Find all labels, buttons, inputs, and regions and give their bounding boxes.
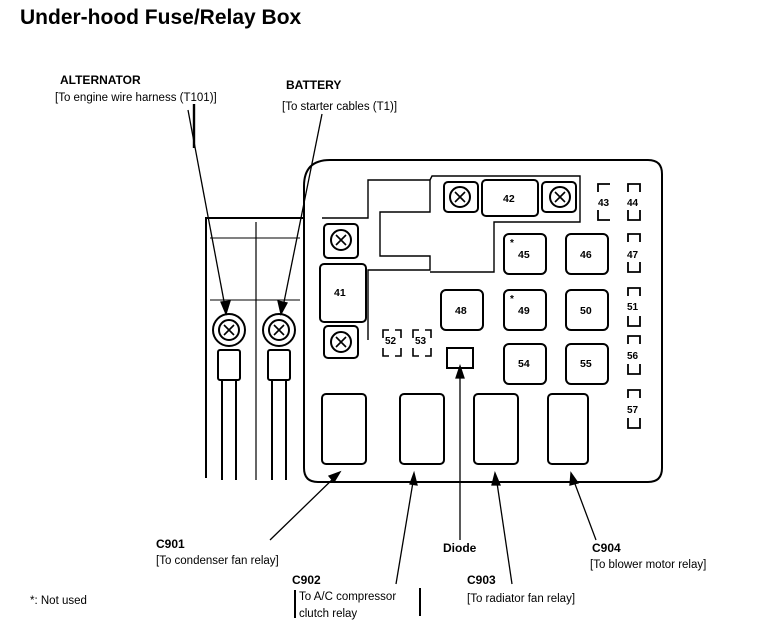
fuse-52-number: 52 <box>385 336 397 347</box>
c904-label: C904 <box>592 541 621 555</box>
alternator-terminal <box>212 313 246 347</box>
bolt-cross <box>273 324 285 336</box>
fuse-42-body <box>481 179 539 217</box>
arrow-head <box>569 471 580 486</box>
bolt-icon <box>330 331 352 353</box>
fuse-50 <box>565 289 609 331</box>
fuse-45-number: 45 <box>518 249 530 261</box>
fuse-42-terminal-left <box>443 181 479 213</box>
connector-c902 <box>399 393 445 465</box>
fuse-54-number: 54 <box>518 358 530 370</box>
diode-label: Diode <box>443 541 477 555</box>
c901-note: [To condenser fan relay] <box>156 555 279 567</box>
fuse-57-number: 57 <box>627 405 639 416</box>
fuse-48-number: 48 <box>455 305 467 317</box>
c904-note: [To blower motor relay] <box>590 559 706 571</box>
fuse-49-star: * <box>510 294 514 305</box>
fuse-41-number: 41 <box>334 287 346 299</box>
not-used-footnote: *: Not used <box>30 595 87 607</box>
bolt-cross <box>223 324 235 336</box>
arrow-head <box>277 300 288 316</box>
fuse-55-number: 55 <box>580 358 592 370</box>
leader-c902 <box>395 475 415 585</box>
fuse-53-number: 53 <box>415 336 427 347</box>
fuse-53-bracket <box>412 329 432 357</box>
connector-c904 <box>547 393 589 465</box>
alternator-connector-note: [To engine wire harness (T101)] <box>55 92 217 104</box>
connector-c903 <box>473 393 519 465</box>
arrow-head <box>220 300 231 316</box>
battery-terminal <box>262 313 296 347</box>
fuse-44-number: 44 <box>627 198 639 209</box>
bolt-cross <box>335 234 347 246</box>
bolt-icon <box>330 229 352 251</box>
fuse-box-outline <box>303 159 663 483</box>
c902-label: C902 <box>292 573 321 587</box>
fuse-52-bracket <box>382 329 402 357</box>
fuse-51-bracket <box>627 287 641 327</box>
fuse-56-number: 56 <box>627 351 639 362</box>
internal-outline <box>322 179 431 340</box>
bolt-cross <box>454 191 466 203</box>
page-title: Under-hood Fuse/Relay Box <box>20 6 302 29</box>
bolt-icon <box>218 319 240 341</box>
connector-c901 <box>321 393 367 465</box>
leader-c901 <box>269 473 339 541</box>
fuse-42-terminal-right <box>541 181 577 213</box>
battery-crimp <box>267 349 291 381</box>
fuse-57-bracket <box>627 389 641 429</box>
bolt-cross <box>554 191 566 203</box>
c902-note-line1: To A/C compressor <box>299 591 396 603</box>
c903-note: [To radiator fan relay] <box>467 593 575 605</box>
fuse-56-bracket <box>627 335 641 375</box>
fuse-50-number: 50 <box>580 305 592 317</box>
fuse-51-number: 51 <box>627 302 639 313</box>
fuse-48 <box>440 289 484 331</box>
fuse-47-number: 47 <box>627 250 639 261</box>
fuse-45-star: * <box>510 238 514 249</box>
battery-connector-note: [To starter cables (T1)] <box>282 101 397 113</box>
alternator-label: ALTERNATOR <box>60 73 141 87</box>
leader-c904 <box>571 475 597 541</box>
fuse-49 <box>503 289 547 331</box>
fuse-41-terminal-top <box>323 223 359 259</box>
fuse-55 <box>565 343 609 385</box>
bolt-icon <box>549 186 571 208</box>
fuse-44-bracket <box>627 183 641 221</box>
fuse-46-number: 46 <box>580 249 592 261</box>
fuse-41-terminal-bottom <box>323 325 359 359</box>
fuse-43-bracket <box>597 183 610 221</box>
arrow-head <box>455 363 465 379</box>
leader-c903 <box>495 475 513 585</box>
fuse-41-body <box>319 263 367 323</box>
fuse-47-bracket <box>627 233 641 273</box>
bolt-icon <box>268 319 290 341</box>
c902-note-line2: clutch relay <box>299 608 357 620</box>
fuse-43-number: 43 <box>598 198 610 209</box>
fuse-45 <box>503 233 547 275</box>
c903-label: C903 <box>467 573 496 587</box>
fuse-46 <box>565 233 609 275</box>
arrow-head <box>409 470 418 486</box>
leader-battery <box>281 113 323 313</box>
fuse-42-number: 42 <box>503 193 515 205</box>
arrow-head <box>491 470 501 486</box>
harness-bracket <box>205 217 304 478</box>
alternator-crimp <box>217 349 241 381</box>
bolt-cross <box>335 336 347 348</box>
fuse-49-number: 49 <box>518 305 530 317</box>
bolt-icon <box>449 186 471 208</box>
arrow-head <box>327 470 342 484</box>
internal-outline <box>429 175 581 273</box>
fuse-54 <box>503 343 547 385</box>
battery-label: BATTERY <box>286 78 341 92</box>
c901-label: C901 <box>156 537 185 551</box>
